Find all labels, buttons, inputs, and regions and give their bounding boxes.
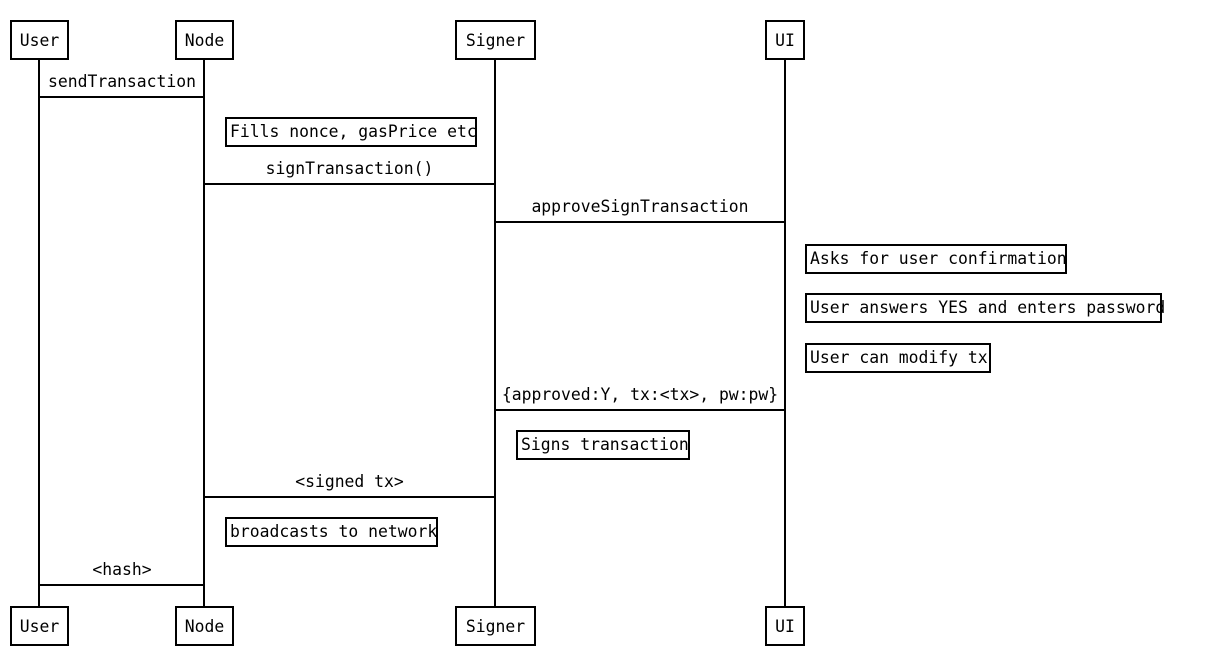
note-label: User can modify tx bbox=[810, 348, 988, 367]
message-label-approved-response: {approved:Y, tx:<tx>, pw:pw} bbox=[501, 385, 779, 404]
actor-label: Signer bbox=[465, 616, 526, 636]
message-label-sign-transaction: signTransaction() bbox=[265, 159, 434, 178]
actor-label: User bbox=[19, 30, 60, 50]
message-line-approved-response bbox=[495, 409, 785, 411]
actor-box-node-top: Node bbox=[175, 20, 234, 60]
message-line-signed-tx bbox=[204, 496, 495, 498]
note-label: User answers YES and enters password bbox=[810, 298, 1166, 317]
actor-label: UI bbox=[775, 616, 795, 636]
actor-box-user-top: User bbox=[10, 20, 69, 60]
note-user-answers-yes: User answers YES and enters password bbox=[805, 293, 1166, 323]
note-signs-transaction: Signs transaction bbox=[516, 430, 690, 460]
actor-box-signer-bottom: Signer bbox=[455, 606, 536, 646]
actor-label: Node bbox=[184, 616, 225, 636]
note-label: Asks for user confirmation bbox=[810, 249, 1067, 268]
lifeline-signer bbox=[494, 58, 496, 608]
actor-box-ui-top: UI bbox=[765, 20, 805, 60]
note-fills-nonce: Fills nonce, gasPrice etc bbox=[225, 117, 477, 147]
actor-box-node-bottom: Node bbox=[175, 606, 234, 646]
message-label-approve-sign-transaction: approveSignTransaction bbox=[531, 197, 749, 216]
actor-box-user-bottom: User bbox=[10, 606, 69, 646]
note-label: broadcasts to network bbox=[230, 522, 438, 541]
message-label-signed-tx: <signed tx> bbox=[295, 472, 404, 491]
message-line-hash bbox=[39, 584, 205, 586]
note-label: Fills nonce, gasPrice etc bbox=[230, 122, 477, 141]
note-broadcasts: broadcasts to network bbox=[225, 517, 438, 547]
actor-box-signer-top: Signer bbox=[455, 20, 536, 60]
actor-box-ui-bottom: UI bbox=[765, 606, 805, 646]
note-asks-confirmation: Asks for user confirmation bbox=[805, 244, 1067, 274]
lifeline-user bbox=[38, 58, 40, 608]
message-label-send-transaction: sendTransaction bbox=[47, 72, 197, 91]
message-line-sign-transaction bbox=[204, 183, 495, 185]
lifeline-ui bbox=[784, 58, 786, 608]
actor-label: Signer bbox=[465, 30, 526, 50]
actor-label: UI bbox=[775, 30, 795, 50]
note-label: Signs transaction bbox=[521, 435, 689, 454]
actor-label: Node bbox=[184, 30, 225, 50]
note-user-can-modify: User can modify tx bbox=[805, 343, 991, 373]
message-line-send-transaction bbox=[39, 96, 205, 98]
message-label-hash: <hash> bbox=[92, 560, 152, 579]
message-line-approve-sign-transaction bbox=[495, 221, 785, 223]
lifeline-node bbox=[203, 58, 205, 608]
actor-label: User bbox=[19, 616, 60, 636]
